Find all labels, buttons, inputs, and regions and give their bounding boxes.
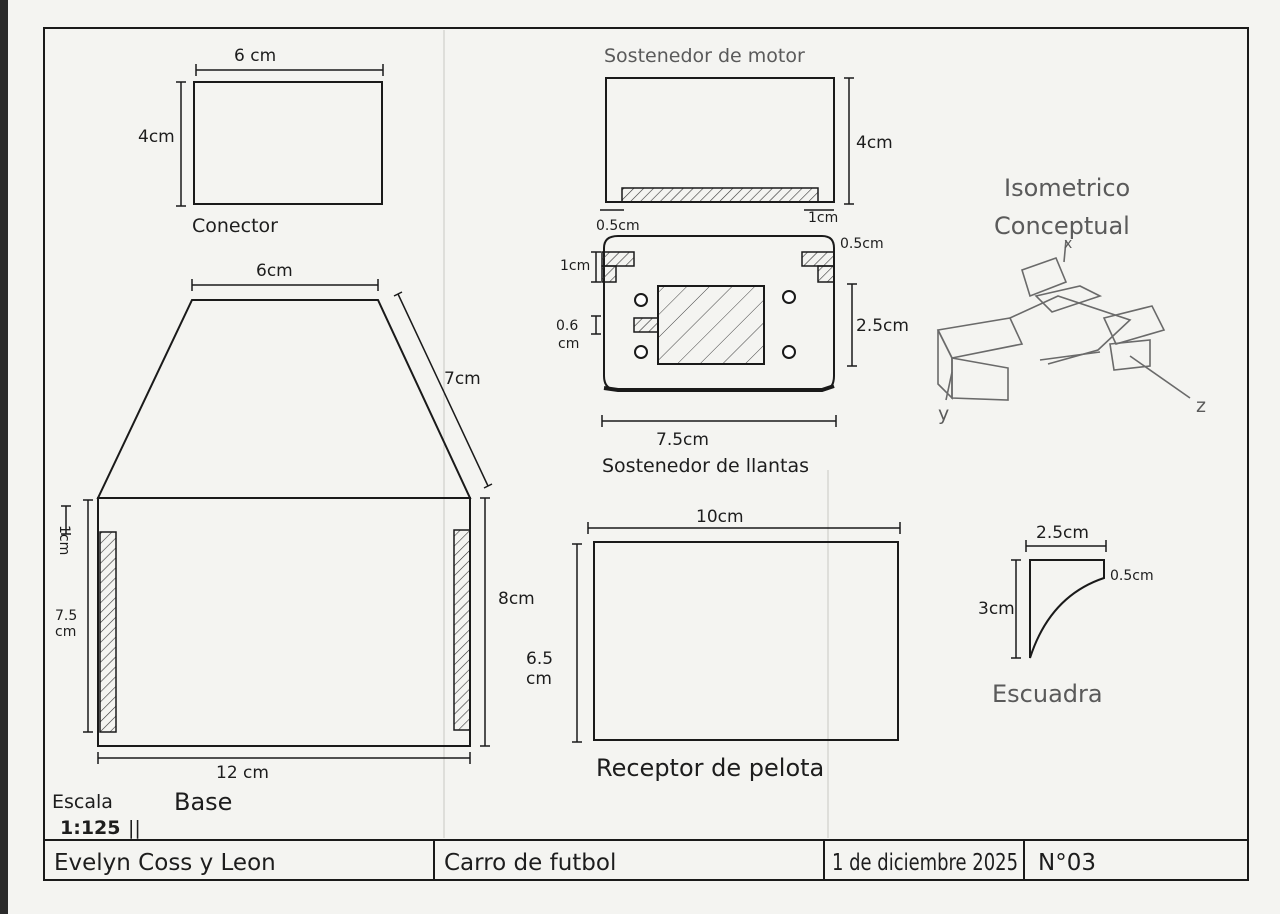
wheel-holder-dimensions: [591, 251, 857, 427]
isometric-axis-z: z: [1196, 395, 1206, 417]
wheel-holder-center-plate: [657, 285, 765, 365]
wheel-holder-left-label: 1cm: [560, 258, 590, 274]
bracket-height-label: 3cm: [978, 599, 1015, 619]
conector-height-dimension: [176, 81, 186, 207]
conector-name: Conector: [192, 215, 278, 237]
ball-receiver-dimensions: [572, 522, 901, 743]
base-width-label: 12 cm: [216, 763, 269, 783]
bracket-name: Escuadra: [992, 680, 1103, 708]
ball-receiver-width-label: 10cm: [696, 507, 744, 527]
isometric-title-line1: Isometrico: [1004, 174, 1130, 202]
scale-mark: ||: [128, 817, 141, 839]
wheel-holder-right-label: 2.5cm: [856, 316, 909, 336]
drawing-border: [43, 27, 1249, 881]
motor-holder-dimensions: [600, 77, 854, 211]
conector-outline: [193, 81, 383, 205]
bracket-width-label: 2.5cm: [1036, 523, 1089, 543]
ball-receiver-name: Receptor de pelota: [596, 754, 824, 782]
screw-icon: [634, 293, 648, 307]
scale-value: 1:125: [60, 817, 120, 839]
sheet-number: N°03: [1038, 850, 1096, 876]
conector-part: 6 cm 4cm Conector: [138, 46, 384, 237]
wheel-holder-right-tab: [801, 251, 835, 267]
ball-receiver-part: 10cm 6.5 cm Receptor de pelota: [526, 507, 901, 782]
motor-holder-left-label: 0.5cm: [596, 218, 640, 234]
screw-icon: [634, 345, 648, 359]
conector-width-dimension: [195, 64, 384, 76]
motor-holder-part: Sostenedor de motor 4cm 0.5cm 1cm: [596, 45, 893, 234]
wheel-holder-bottom-edge: [603, 384, 835, 392]
screw-icon: [782, 345, 796, 359]
ball-receiver-height-unit: cm: [526, 669, 552, 689]
wheel-holder-left-tab-post: [601, 265, 617, 283]
isometric-title-line2: Conceptual: [994, 212, 1130, 240]
base-rail-unit: cm: [55, 624, 76, 640]
isometric-sketch: Isometrico Conceptual x y z: [936, 174, 1206, 425]
bracket-lip-label: 0.5cm: [1110, 568, 1154, 584]
base-top-width-label: 6cm: [256, 261, 293, 281]
author-name: Evelyn Coss y Leon: [54, 850, 276, 876]
screw-icon: [782, 290, 796, 304]
motor-holder-slot: [621, 187, 819, 203]
base-name: Base: [174, 788, 232, 816]
motor-holder-right-label: 1cm: [808, 210, 838, 226]
wheel-holder-width-label: 7.5cm: [656, 430, 709, 450]
wheel-holder-name: Sostenedor de llantas: [602, 455, 809, 477]
bracket-part: 2.5cm 0.5cm 3cm Escuadra: [978, 523, 1154, 708]
wheel-holder-slot-label: 0.6: [556, 318, 578, 334]
base-part: 6cm 7cm 8cm 12 cm 1cm 7.5 cm Base: [55, 261, 535, 816]
base-left-rail: [99, 531, 117, 733]
motor-holder-height-label: 4cm: [856, 133, 893, 153]
wheel-holder-slot-unit: cm: [558, 336, 579, 352]
isometric-car-drawing: [936, 239, 1191, 401]
isometric-axis-y: y: [938, 403, 949, 425]
ball-receiver-outline: [593, 541, 899, 741]
drawing-date: 1 de diciembre 2025: [832, 850, 1018, 876]
wheel-holder-left-tab: [601, 251, 635, 267]
base-height-label: 8cm: [498, 589, 535, 609]
base-right-rail: [453, 529, 471, 731]
scale-label: Escala: [52, 791, 113, 813]
wheel-holder-top-label: 0.5cm: [840, 236, 884, 252]
faint-center-guides: [443, 30, 829, 838]
ball-receiver-height-label: 6.5: [526, 649, 553, 669]
base-side-label: 7cm: [444, 369, 481, 389]
isometric-axis-x: x: [1064, 236, 1072, 252]
bracket-outline: [1029, 559, 1105, 659]
motor-holder-name: Sostenedor de motor: [604, 45, 805, 67]
wheel-holder-screws: [634, 290, 796, 359]
bracket-dimensions: [1011, 540, 1107, 659]
wheel-holder-part: 0.5cm 1cm 2.5cm 0.6 cm 7.5cm Sostenedor …: [556, 235, 909, 477]
wheel-holder-slot: [633, 317, 659, 333]
base-dimension-lines: [61, 279, 493, 764]
base-small-label: 1cm: [56, 525, 72, 555]
conector-height-label: 4cm: [138, 127, 175, 147]
wheel-holder-right-tab-post: [817, 265, 835, 283]
conector-width-label: 6 cm: [234, 46, 276, 66]
base-rail-label: 7.5: [55, 608, 77, 624]
project-name: Carro de futbol: [444, 850, 616, 876]
